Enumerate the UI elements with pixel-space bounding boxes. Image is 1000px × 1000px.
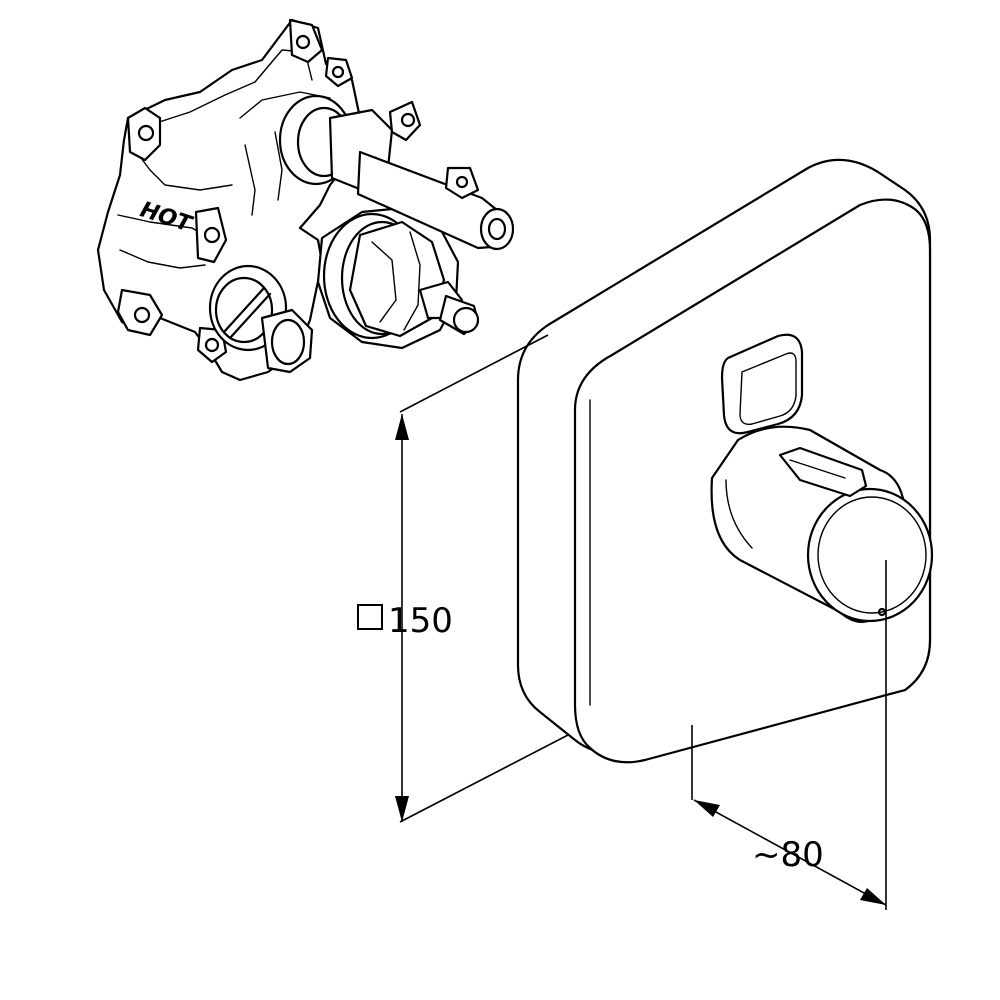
mounting-ear-bottom	[116, 288, 164, 337]
square-symbol-icon	[357, 604, 383, 630]
mounting-hole-icon	[137, 124, 155, 142]
mounting-hole-icon	[133, 306, 151, 324]
dimension-depth: ~80	[691, 560, 887, 910]
diverter-spindle	[278, 56, 515, 251]
trim-plate	[516, 158, 934, 764]
rough-in-valve-body: HOT	[96, 18, 515, 382]
mounting-hole-icon	[295, 34, 311, 50]
thermostatic-cartridge	[316, 206, 480, 350]
thermostat-handle	[710, 425, 934, 623]
dimension-height: 150	[357, 334, 569, 823]
depth-dimension-label: ~80	[752, 835, 824, 875]
diverter-button	[720, 333, 804, 435]
handle-end-cap	[806, 487, 934, 623]
mounting-ear-top	[288, 18, 324, 64]
height-dimension-label: 150	[388, 601, 453, 641]
mounting-ear-left	[126, 106, 162, 162]
